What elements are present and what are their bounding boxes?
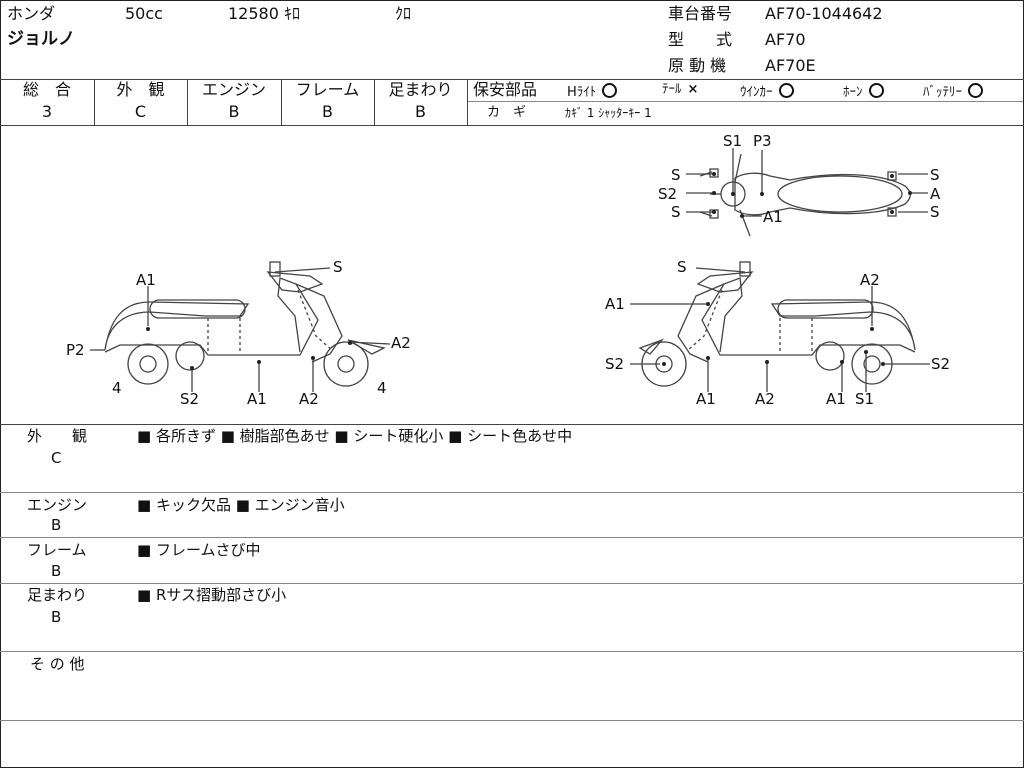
divider xyxy=(94,79,95,125)
mark-label: P3 xyxy=(753,132,772,150)
remark-frame-label: フレーム xyxy=(27,541,87,559)
remark-engine-label: エンジン xyxy=(27,496,88,514)
damage-points xyxy=(146,172,912,370)
mark-label: S2 xyxy=(931,355,950,373)
ok-mark-icon xyxy=(778,83,794,98)
remark-other-label: そ の 他 xyxy=(30,655,85,673)
remark-engine-grade: B xyxy=(51,516,62,534)
remark-exterior-text: ■ 各所きず ■ 樹脂部色あせ ■ シート硬化小 ■ シート色あせ中 xyxy=(137,427,573,445)
engine-value: AF70E xyxy=(765,56,816,75)
divider xyxy=(0,583,1024,584)
divider xyxy=(0,125,1024,126)
ok-mark-icon xyxy=(968,83,983,98)
maker: ホンダ xyxy=(7,4,56,23)
divider xyxy=(374,79,375,125)
remark-suspension-grade: B xyxy=(51,608,62,626)
remark-engine-text: ■ キック欠品 ■ エンジン音小 xyxy=(137,496,345,514)
grade-total-value: 3 xyxy=(41,102,53,121)
grade-exterior-label: 外 観 xyxy=(116,80,165,99)
mark-label: A2 xyxy=(755,390,775,408)
displacement: 50cc xyxy=(125,4,163,23)
mark-label: A1 xyxy=(247,390,267,408)
mark-label: S2 xyxy=(180,390,199,408)
divider xyxy=(187,79,188,125)
grade-engine-label: エンジン xyxy=(201,80,266,99)
remark-frame-text: ■ フレームさび中 xyxy=(137,541,261,559)
divider xyxy=(0,492,1024,493)
mark-label: S xyxy=(671,166,681,184)
grade-frame-value: B xyxy=(322,102,333,121)
safety-taillight: ﾃｰﾙ× xyxy=(662,82,699,97)
safety-horn: ﾎｰﾝ xyxy=(843,83,884,99)
model-name: ジョルノ xyxy=(7,29,75,49)
remark-exterior-label: 外 観 xyxy=(27,427,88,445)
mark-label: S xyxy=(671,203,681,221)
mark-label: S2 xyxy=(658,185,677,203)
mark-label: 4 xyxy=(112,379,122,397)
divider xyxy=(0,537,1024,538)
mark-label: A1 xyxy=(826,390,846,408)
mark-label: A1 xyxy=(605,295,625,313)
mark-label: 4 xyxy=(377,379,387,397)
mark-label: A1 xyxy=(763,208,783,226)
scooter-left-view-icon xyxy=(104,261,386,387)
mileage: 12580 ｷﾛ xyxy=(228,4,301,23)
grade-engine-value: B xyxy=(228,102,240,121)
mark-label: A2 xyxy=(299,390,319,408)
mark-label: S xyxy=(333,258,343,276)
mark-label: A2 xyxy=(391,334,411,352)
mark-label: A1 xyxy=(696,390,716,408)
grade-total-label: 総 合 xyxy=(22,80,71,99)
safety-title: 保安部品 xyxy=(473,80,538,99)
grade-frame-label: フレーム xyxy=(295,80,360,99)
mark-label: S2 xyxy=(605,355,624,373)
safety-winker: ｳｲﾝｶｰ xyxy=(740,83,794,99)
safety-battery: ﾊﾞｯﾃﾘｰ xyxy=(923,83,983,99)
mark-label: A1 xyxy=(136,271,156,289)
remark-suspension-label: 足まわり xyxy=(27,586,88,604)
grade-exterior-value: C xyxy=(134,102,147,121)
ng-mark-icon: × xyxy=(687,82,699,97)
key-value: ｶｷﾞ 1 ｼｬｯﾀｰｷｰ 1 xyxy=(565,106,652,120)
mark-label: P2 xyxy=(66,341,85,359)
remark-exterior-grade: C xyxy=(51,449,62,467)
divider xyxy=(281,79,282,125)
divider xyxy=(467,79,468,125)
remark-frame-grade: B xyxy=(51,562,62,580)
ok-mark-icon xyxy=(602,83,618,98)
divider xyxy=(467,101,1023,102)
mark-label: A2 xyxy=(860,271,880,289)
type-label: 型 式 xyxy=(668,30,733,49)
engine-label: 原 動 機 xyxy=(668,56,727,75)
mark-label: S xyxy=(930,166,940,184)
mark-label: A xyxy=(930,185,941,203)
divider xyxy=(0,424,1024,425)
remark-suspension-text: ■ Rサス摺動部さび小 xyxy=(137,586,287,604)
ok-mark-icon xyxy=(868,83,884,98)
damage-diagram: S A1 P2 A2 4 4 S2 A1 A2 S A2 A1 S2 S2 A1… xyxy=(66,132,950,408)
mark-label: S1 xyxy=(855,390,874,408)
frame-no: AF70-1044642 xyxy=(765,4,883,23)
mark-label: S xyxy=(677,258,687,276)
type-value: AF70 xyxy=(765,30,806,49)
frame-no-label: 車台番号 xyxy=(668,4,733,23)
color: ｸﾛ xyxy=(395,4,412,23)
key-label: カ ギ xyxy=(487,105,527,120)
divider xyxy=(0,651,1024,652)
grade-suspension-value: B xyxy=(415,102,426,121)
divider xyxy=(0,720,1024,721)
grade-suspension-label: 足まわり xyxy=(388,80,453,99)
mark-label: S1 xyxy=(723,132,742,150)
divider xyxy=(0,79,1024,80)
mark-label: S xyxy=(930,203,940,221)
safety-headlight: Hﾗｲﾄ xyxy=(567,83,618,99)
damage-labels: S A1 P2 A2 4 4 S2 A1 A2 S A2 A1 S2 S2 A1… xyxy=(66,132,950,408)
